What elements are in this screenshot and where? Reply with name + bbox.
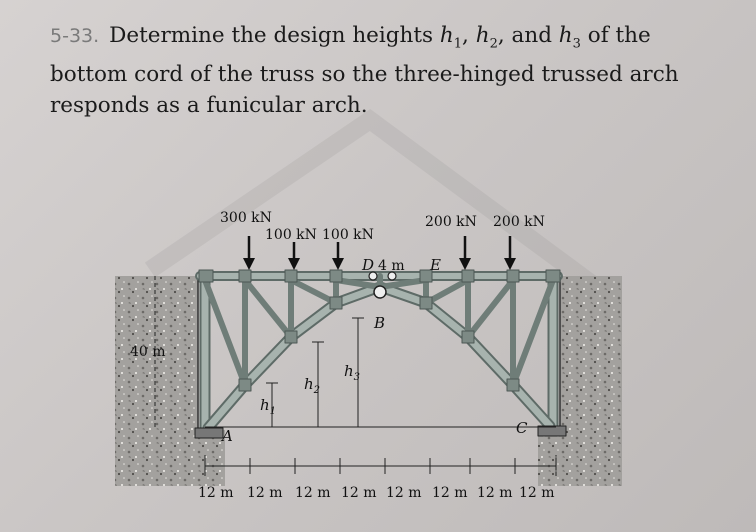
- sep-1: ,: [462, 23, 476, 48]
- sep-2: , and: [497, 23, 559, 48]
- problem-number: 5-33.: [50, 25, 100, 47]
- label-h1: h1: [260, 396, 276, 417]
- label-e: E: [429, 256, 441, 274]
- var-h3: h: [558, 23, 573, 48]
- right-abutment: [538, 276, 622, 486]
- label-h3: h3: [344, 362, 360, 383]
- span-label-6: 12 m: [432, 485, 468, 501]
- label-4m: 4 m: [378, 258, 405, 274]
- span-label-8: 12 m: [519, 485, 555, 501]
- label-d: D: [361, 256, 374, 274]
- web-members: [202, 273, 556, 388]
- span-label-4: 12 m: [341, 485, 377, 501]
- height-dimensions: [154, 276, 556, 430]
- support-c: [537, 425, 567, 437]
- label-height-40m: 40 m: [130, 344, 166, 360]
- span-label-7: 12 m: [477, 485, 513, 501]
- var-h2-sub: 2: [489, 36, 498, 52]
- bleed-through: [144, 108, 606, 298]
- left-abutment: [115, 276, 225, 486]
- problem-statement: 5-33.Determine the design heights h1, h2…: [50, 20, 750, 121]
- problem-text-start: Determine the design heights: [109, 23, 440, 48]
- var-h1-sub: 1: [453, 36, 463, 52]
- label-c: C: [516, 419, 528, 437]
- end-posts: [199, 270, 559, 436]
- span-label-5: 12 m: [386, 485, 422, 501]
- label-b: B: [373, 314, 385, 332]
- span-label-2: 12 m: [247, 485, 283, 501]
- load-arrows: [243, 236, 516, 270]
- label-h2: h2: [304, 375, 320, 396]
- var-h1: h: [439, 23, 454, 48]
- joint-plates: [198, 269, 561, 392]
- problem-line-3: responds as a funicular arch.: [50, 93, 368, 119]
- pin-e: [387, 271, 397, 281]
- span-dimension-line: [204, 455, 557, 476]
- label-a: A: [220, 427, 233, 445]
- span-label-3: 12 m: [295, 485, 331, 501]
- hinge-b: [373, 285, 387, 299]
- load-label-4: 200 kN: [425, 214, 477, 230]
- load-label-3: 100 kN: [322, 227, 374, 243]
- var-h3-sub: 3: [572, 36, 581, 52]
- span-label-1: 12 m: [198, 485, 234, 501]
- var-h2: h: [475, 23, 490, 48]
- problem-line-2: bottom cord of the truss so the three-hi…: [50, 62, 679, 88]
- truss: [194, 269, 567, 439]
- load-label-2: 100 kN: [265, 227, 317, 243]
- load-label-1: 300 kN: [220, 210, 272, 226]
- pin-d: [368, 271, 378, 281]
- support-a: [194, 427, 224, 439]
- problem-text-end: of the: [580, 23, 651, 48]
- load-label-5: 200 kN: [493, 214, 545, 230]
